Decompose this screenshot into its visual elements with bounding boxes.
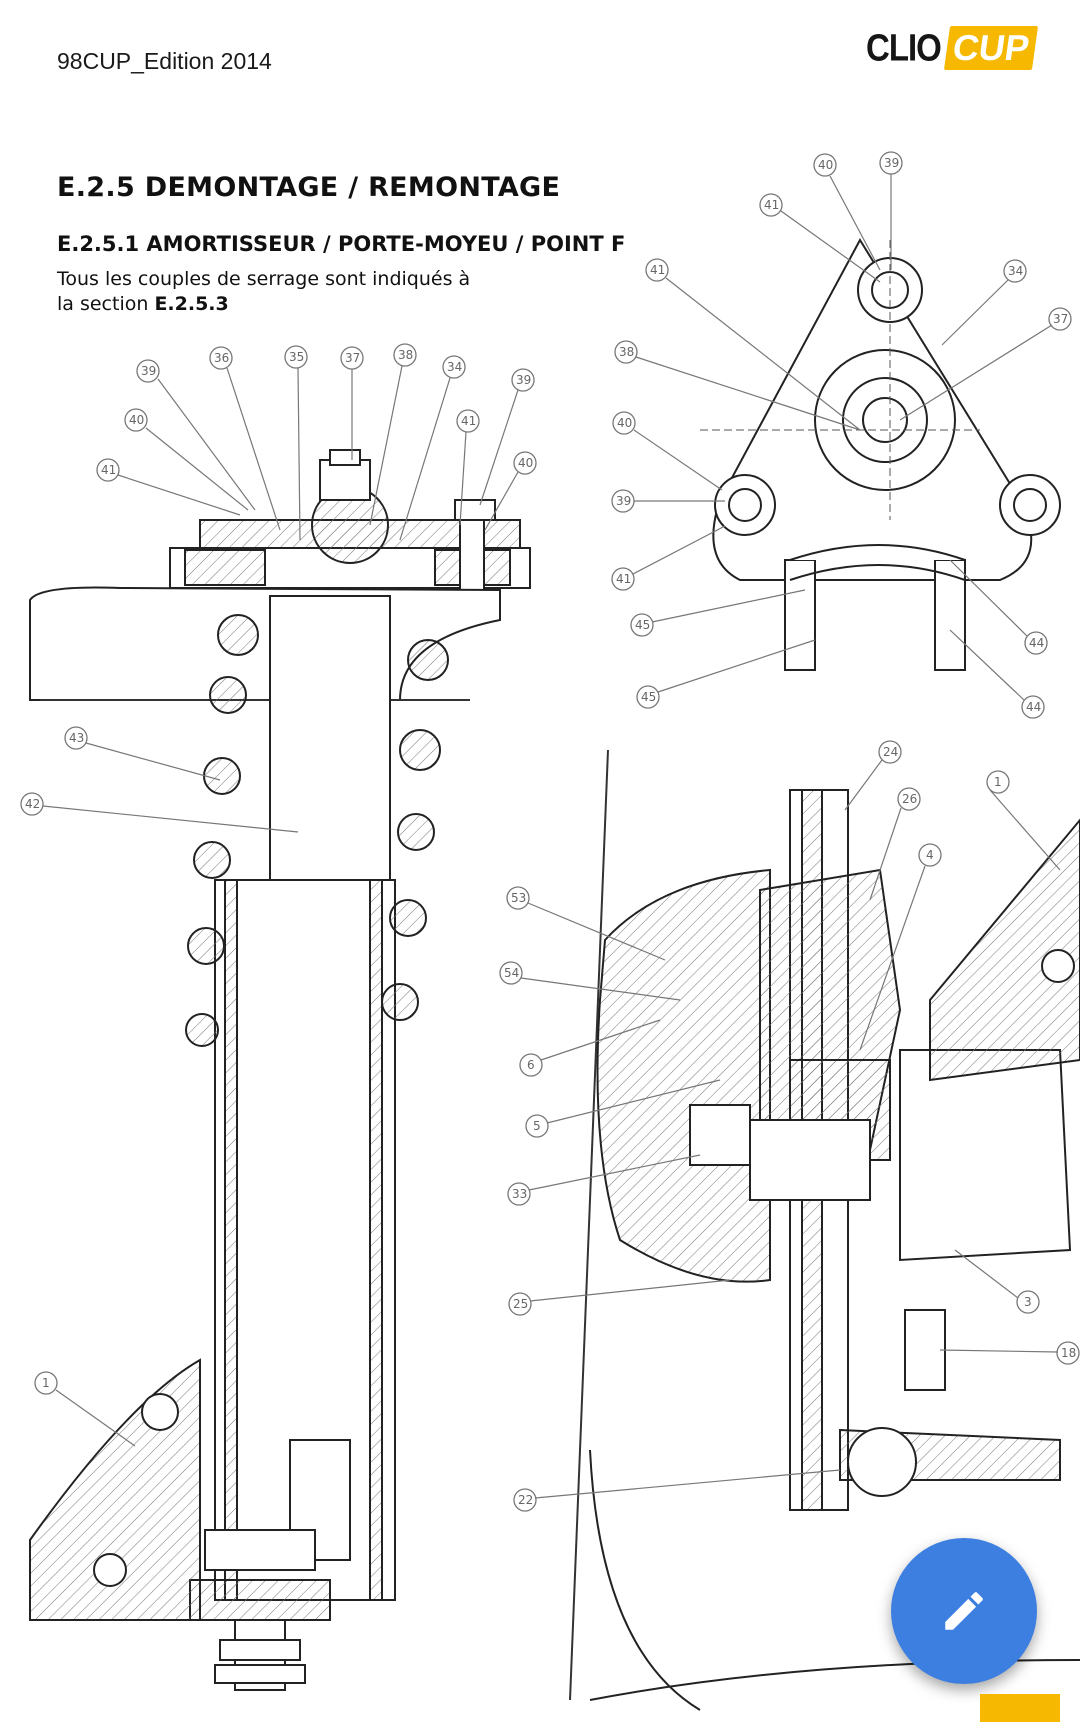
svg-text:40: 40: [617, 416, 632, 430]
svg-text:41: 41: [461, 414, 476, 428]
clio-cup-logo: CLIO CUP: [866, 24, 1038, 72]
svg-text:44: 44: [1026, 700, 1041, 714]
svg-text:40: 40: [818, 158, 833, 172]
svg-text:34: 34: [1008, 264, 1023, 278]
svg-text:24: 24: [883, 745, 898, 759]
svg-text:1: 1: [42, 1376, 50, 1390]
svg-text:5: 5: [533, 1119, 541, 1133]
svg-text:37: 37: [345, 351, 360, 365]
svg-text:39: 39: [141, 364, 156, 378]
svg-text:33: 33: [512, 1187, 527, 1201]
hub-assembly-drawing: [569, 749, 1080, 1711]
svg-text:39: 39: [616, 494, 631, 508]
svg-text:54: 54: [504, 966, 519, 980]
section-title: E.2.5 DEMONTAGE / REMONTAGE: [57, 172, 561, 203]
svg-text:38: 38: [398, 348, 413, 362]
svg-text:41: 41: [764, 198, 779, 212]
svg-text:41: 41: [650, 263, 665, 277]
intro-line-2: la section E.2.5.3: [57, 292, 470, 317]
svg-text:37: 37: [1053, 312, 1068, 326]
svg-text:39: 39: [884, 156, 899, 170]
svg-text:25: 25: [513, 1297, 528, 1311]
svg-text:41: 41: [101, 463, 116, 477]
intro-prefix: la section: [57, 293, 155, 315]
svg-text:22: 22: [518, 1493, 533, 1507]
svg-text:43: 43: [69, 731, 84, 745]
svg-text:1: 1: [994, 775, 1002, 789]
renault-logo-corner: [980, 1694, 1060, 1722]
svg-text:45: 45: [635, 618, 650, 632]
svg-text:3: 3: [1024, 1295, 1032, 1309]
top-mount-drawing: [700, 237, 1061, 671]
strut-assembly-drawing: [29, 449, 531, 1691]
intro-section-ref: E.2.5.3: [154, 293, 229, 315]
svg-text:36: 36: [214, 351, 229, 365]
intro-line-1: Tous les couples de serrage sont indiqué…: [57, 268, 471, 290]
intro-text: Tous les couples de serrage sont indiqué…: [57, 267, 470, 317]
svg-text:44: 44: [1029, 636, 1044, 650]
svg-text:34: 34: [447, 360, 462, 374]
section-subtitle: E.2.5.1 AMORTISSEUR / PORTE-MOYEU / POIN…: [57, 232, 626, 256]
svg-text:18: 18: [1061, 1346, 1076, 1360]
svg-text:35: 35: [289, 350, 304, 364]
svg-text:26: 26: [902, 792, 917, 806]
svg-text:4: 4: [926, 848, 934, 862]
svg-text:40: 40: [518, 456, 533, 470]
svg-text:53: 53: [511, 891, 526, 905]
edit-fab-button[interactable]: [891, 1538, 1037, 1684]
pencil-edit-icon: [945, 1592, 983, 1630]
svg-text:39: 39: [516, 373, 531, 387]
svg-text:41: 41: [616, 572, 631, 586]
svg-text:6: 6: [527, 1058, 535, 1072]
logo-word: CLIO: [866, 26, 942, 69]
svg-text:42: 42: [25, 797, 40, 811]
svg-text:45: 45: [641, 690, 656, 704]
document-edition-header: 98CUP_Edition 2014: [57, 48, 272, 74]
svg-text:40: 40: [129, 413, 144, 427]
svg-text:38: 38: [619, 345, 634, 359]
